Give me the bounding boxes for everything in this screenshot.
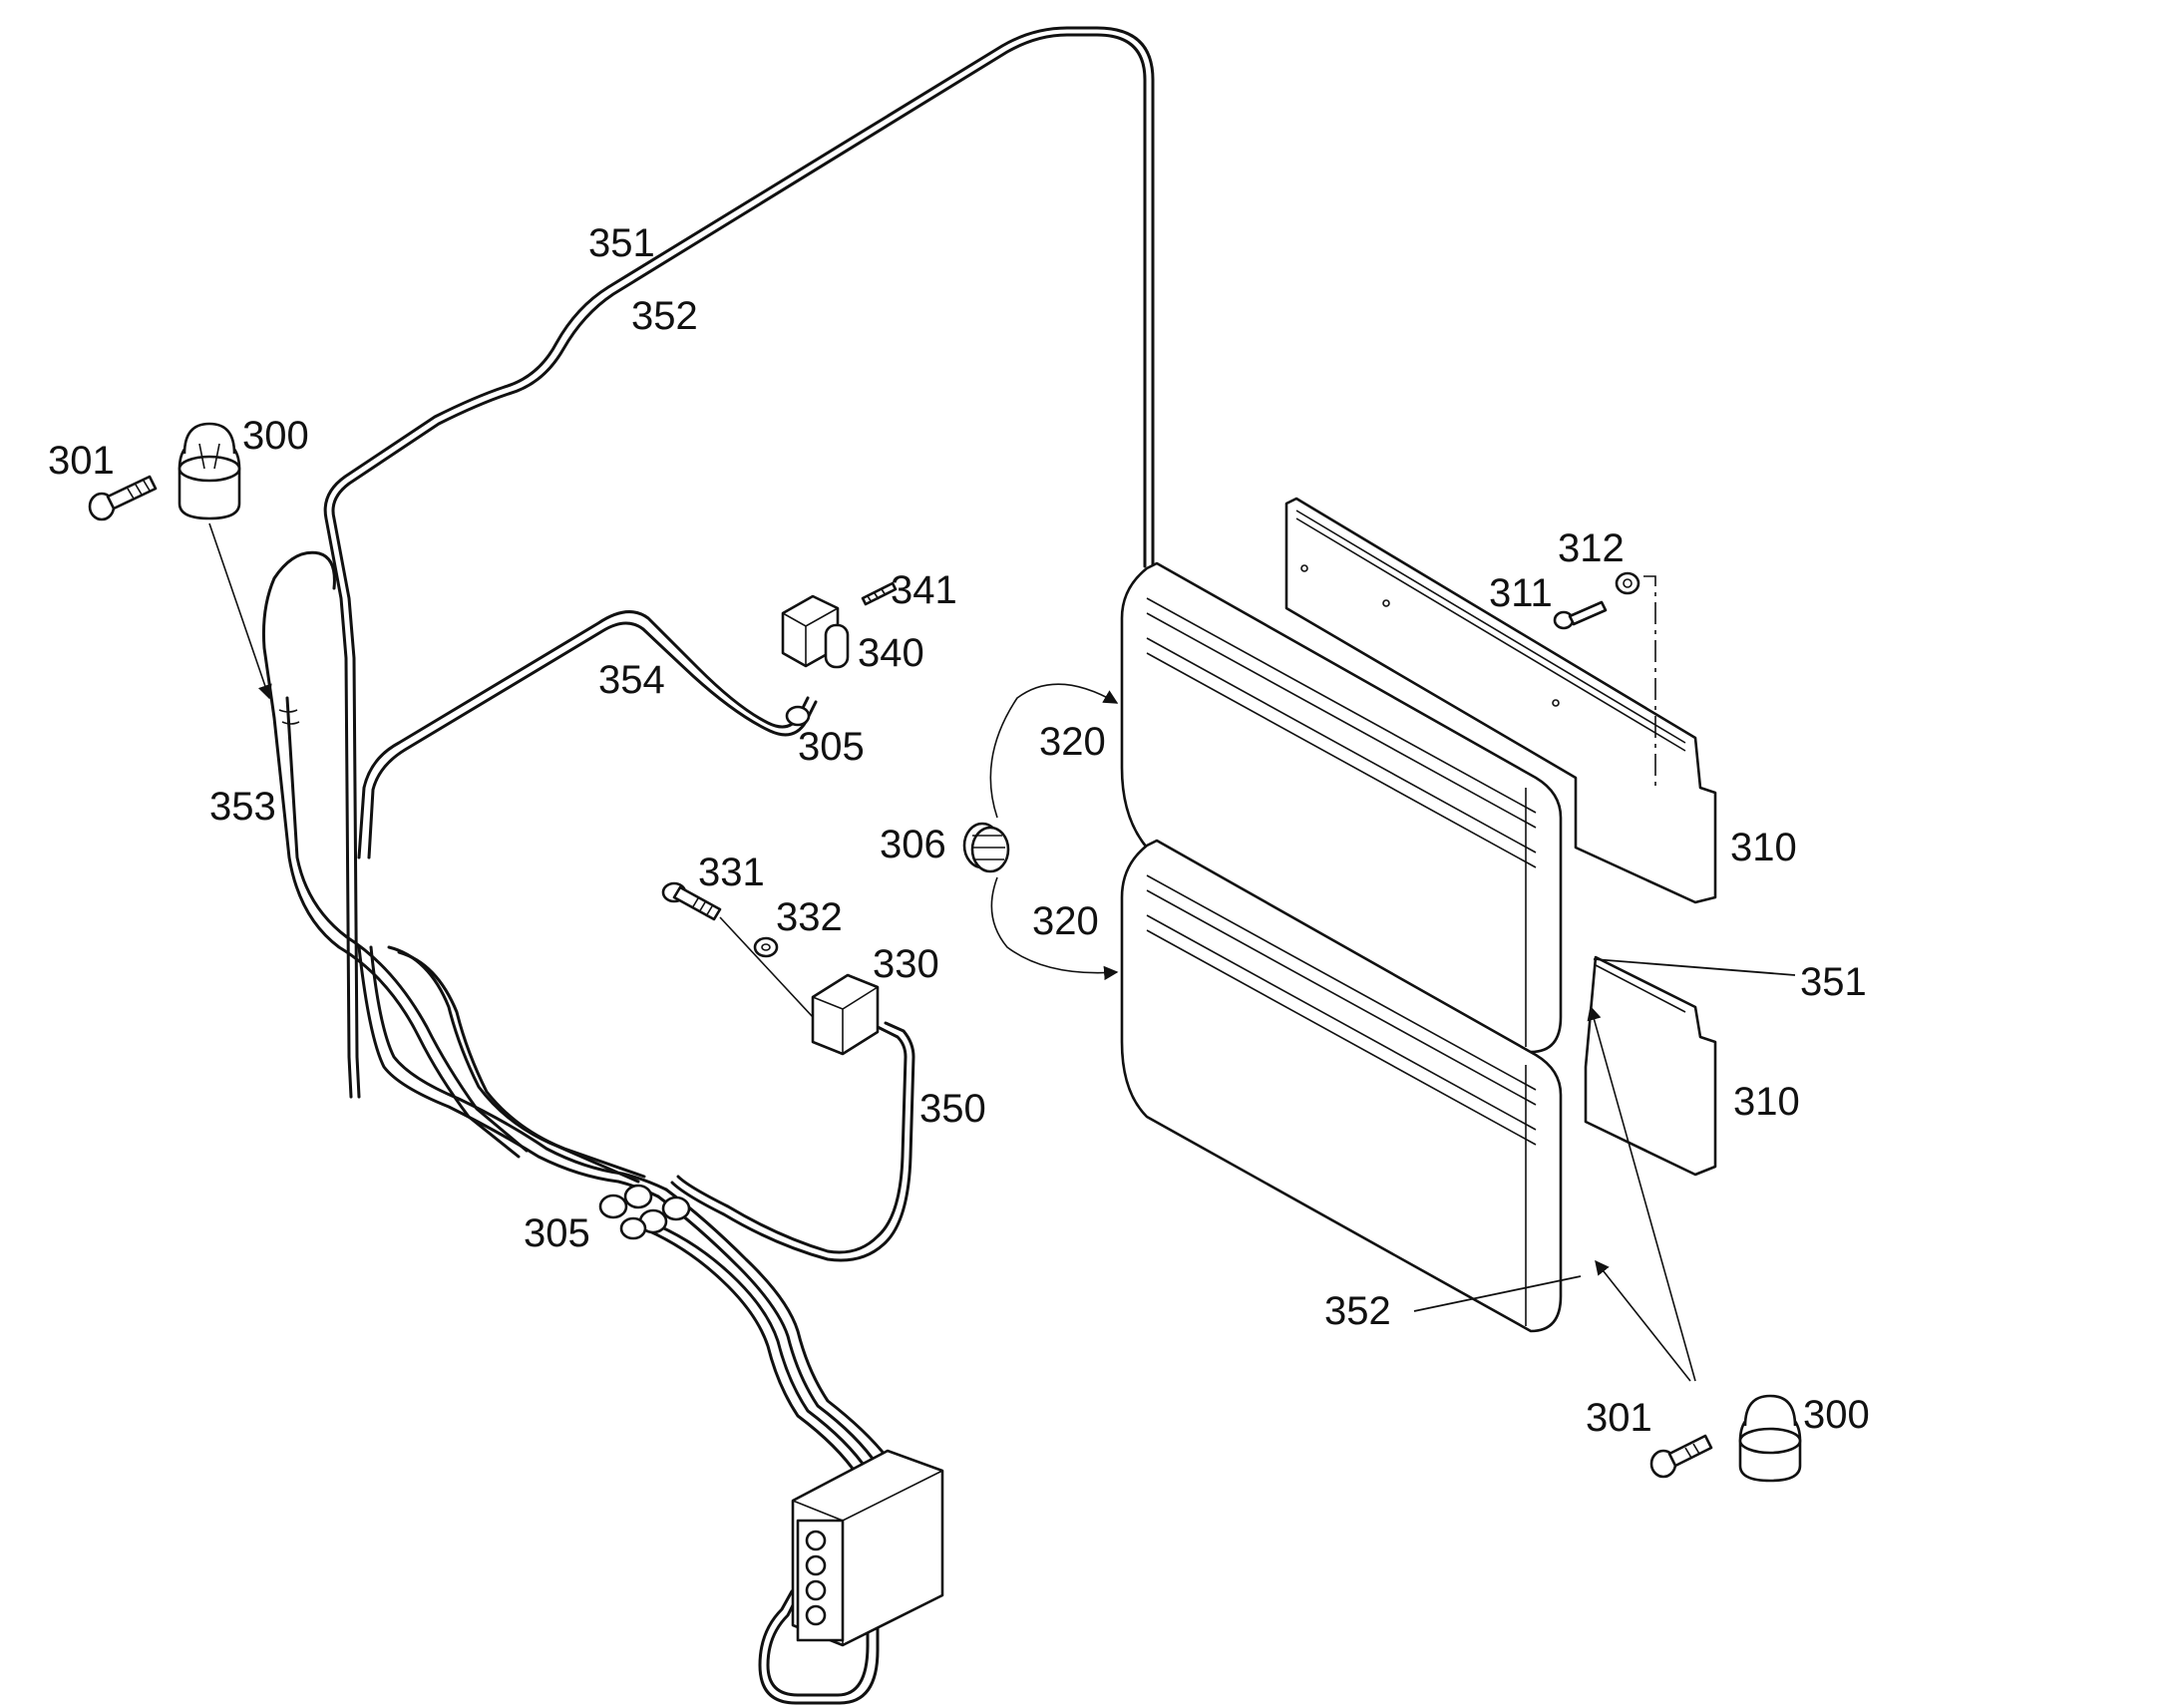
grommet-cluster-305 (598, 1184, 691, 1240)
label-300-right: 300 (1803, 1393, 1870, 1437)
label-310-top: 310 (1730, 826, 1797, 869)
leader-arrow-300-right-a (1595, 1259, 1691, 1382)
label-353: 353 (209, 785, 276, 829)
mounting-bracket-310-top (1284, 497, 1717, 904)
cable-353 (261, 550, 529, 1159)
screw-301-left (88, 475, 158, 521)
heater-panel-320-bottom (1120, 839, 1563, 1333)
cable-354 (357, 610, 818, 859)
grommet-306 (962, 822, 1010, 873)
leader-arrow-300-right-b (1587, 1005, 1696, 1382)
box-330 (811, 973, 880, 1056)
washer-332 (753, 936, 779, 958)
label-351-right: 351 (1800, 960, 1867, 1004)
bolt-331 (661, 881, 722, 921)
label-354: 354 (598, 658, 665, 702)
label-311: 311 (1489, 571, 1553, 615)
cable-bundle-main (357, 945, 902, 1705)
label-306: 306 (880, 823, 946, 866)
screw-341 (861, 581, 898, 606)
screw-311 (1553, 600, 1608, 630)
curve-arrow-320-bottom (990, 876, 1119, 981)
clamp-300-left (178, 422, 241, 520)
label-350: 350 (919, 1087, 986, 1131)
label-352-top: 352 (631, 294, 698, 338)
clamp-300-right (1738, 1394, 1802, 1483)
washer-312 (1615, 571, 1640, 595)
leader-351-right (1593, 958, 1796, 976)
curve-arrow-320-top (989, 683, 1119, 819)
leader-352-right (1413, 1275, 1582, 1312)
label-301-left: 301 (48, 439, 115, 483)
label-310-bottom: 310 (1733, 1080, 1800, 1124)
mounting-bracket-310-bottom (1584, 955, 1717, 1177)
label-320-top: 320 (1039, 720, 1106, 764)
label-300-left: 300 (242, 414, 309, 458)
label-301-right: 301 (1586, 1396, 1652, 1440)
label-305-bottom: 305 (524, 1211, 590, 1255)
label-305-top: 305 (798, 725, 865, 769)
label-332: 332 (776, 895, 843, 939)
label-320-bottom: 320 (1032, 899, 1099, 943)
label-341: 341 (891, 568, 957, 612)
grommet-305-top (785, 705, 811, 727)
cable-351-352-overhead (323, 26, 1155, 1099)
leader-arrow-300-left (208, 522, 272, 700)
screw-301-right (1649, 1434, 1713, 1479)
axis-331-330 (719, 916, 814, 1018)
label-340: 340 (858, 631, 924, 675)
label-351-top: 351 (588, 221, 655, 265)
label-331: 331 (698, 851, 765, 894)
label-312: 312 (1558, 526, 1625, 570)
cable-350 (670, 1021, 915, 1262)
junction-box (791, 1449, 944, 1647)
transformer-340 (781, 594, 850, 669)
axis-311-bracket (1643, 575, 1656, 788)
label-330: 330 (873, 942, 939, 986)
label-352-right: 352 (1324, 1289, 1391, 1333)
